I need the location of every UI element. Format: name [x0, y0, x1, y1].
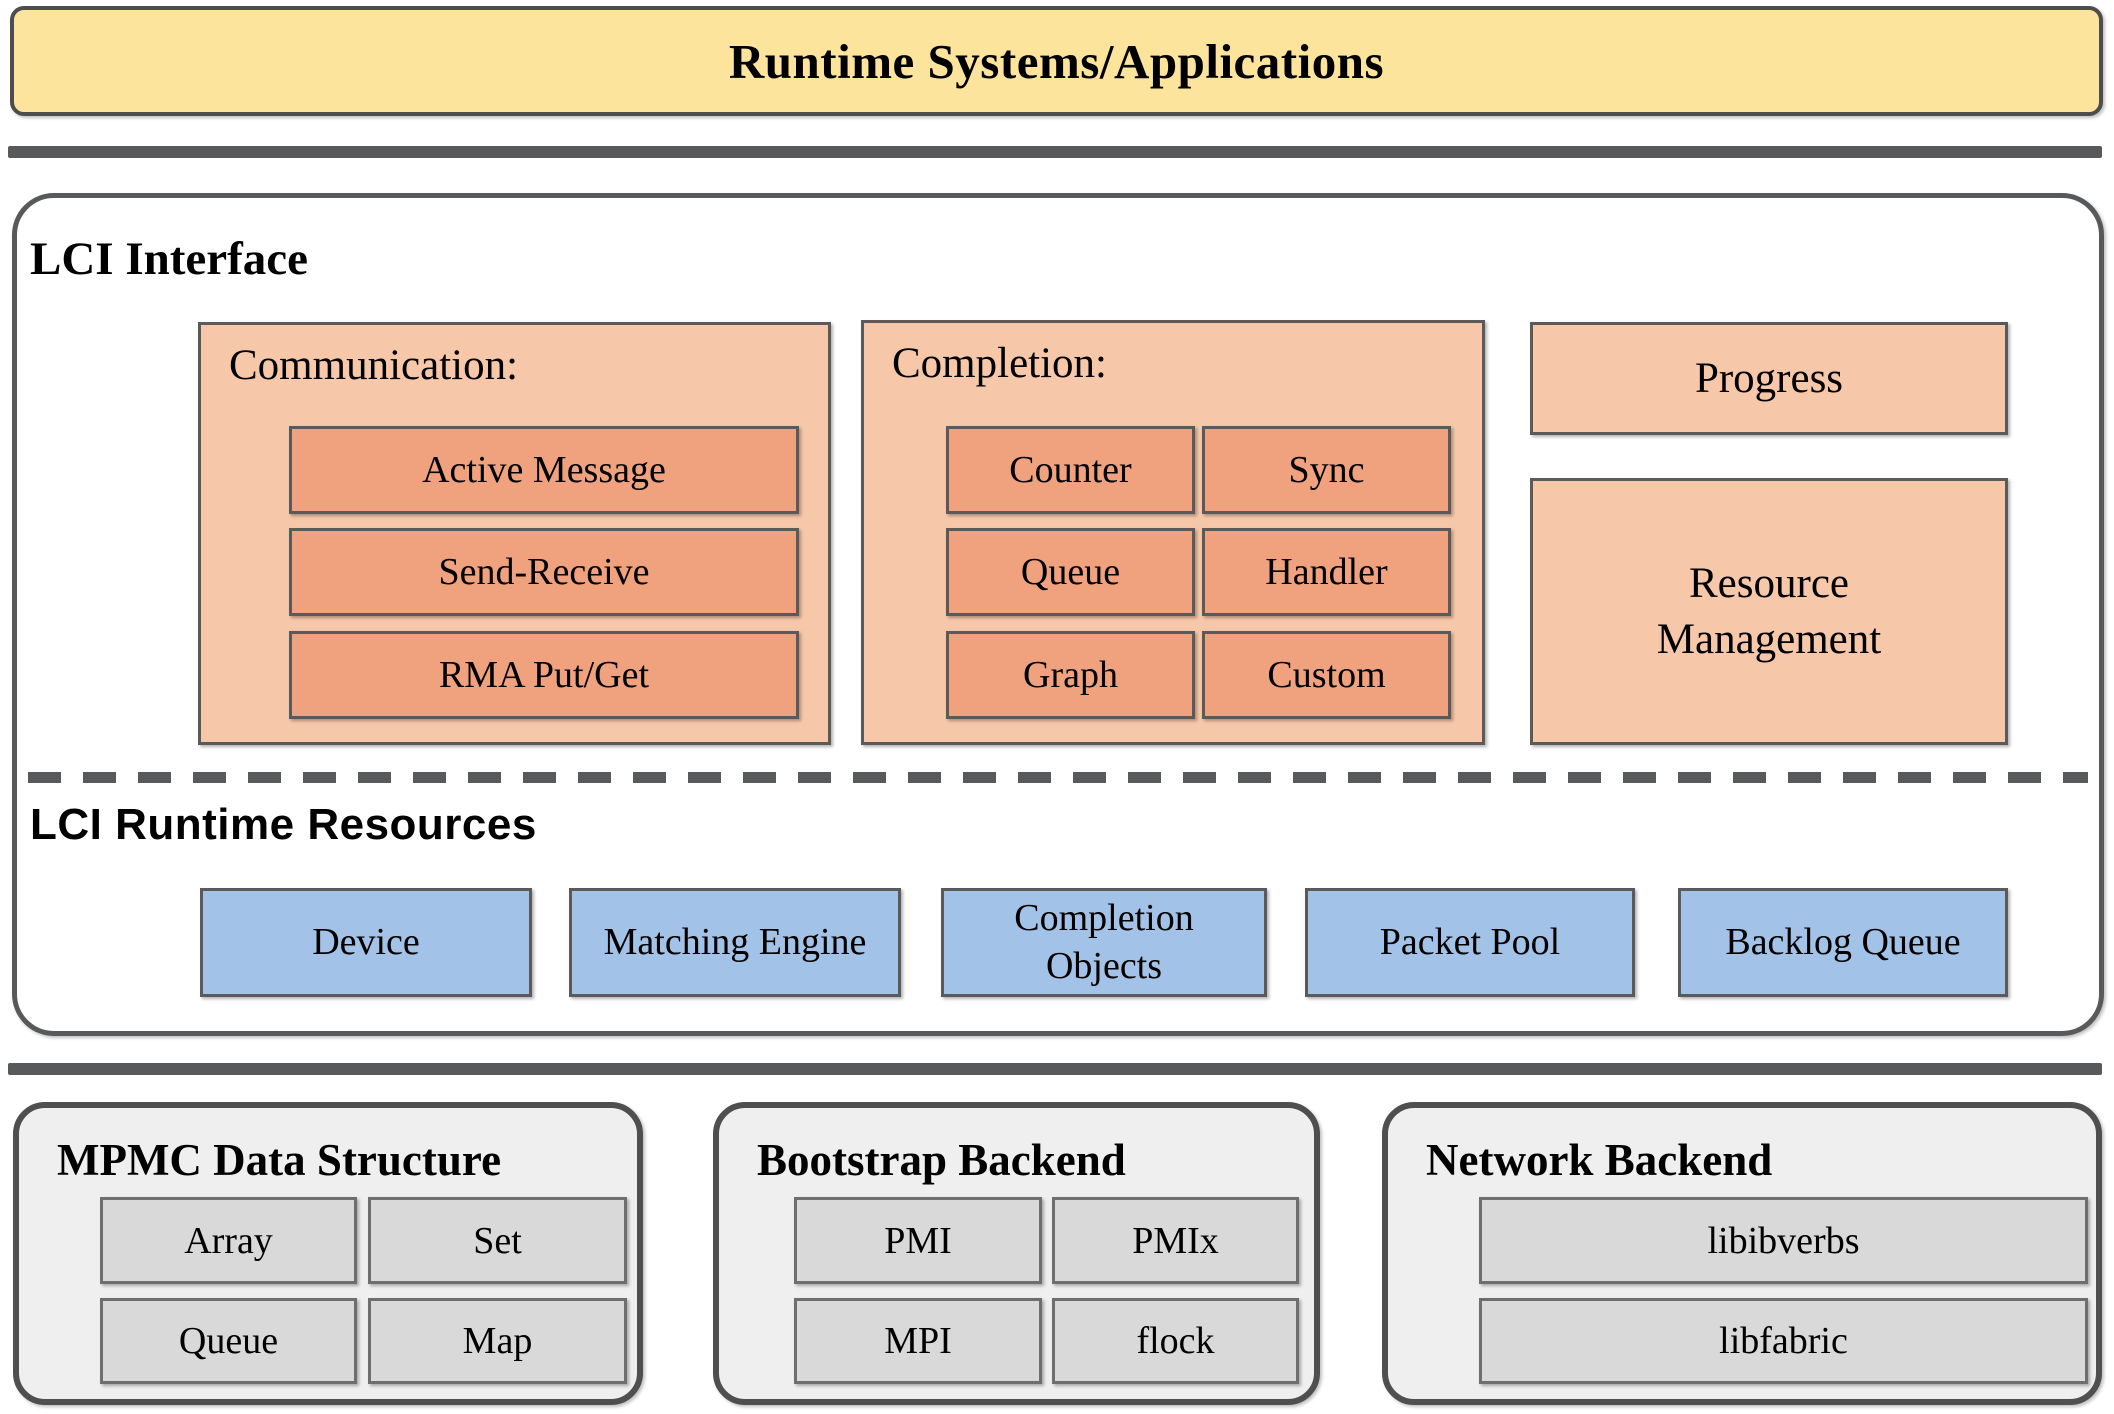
- mpmc-item-queue: Queue: [100, 1298, 357, 1384]
- mpmc-item-set: Set: [368, 1197, 627, 1284]
- completion-item-queue: Queue: [946, 528, 1195, 616]
- network-title: Network Backend: [1426, 1135, 1773, 1185]
- resource-box-packet-pool: Packet Pool: [1305, 888, 1635, 997]
- bootstrap-item-pmi: PMI: [794, 1197, 1042, 1284]
- resource-box-device: Device: [200, 888, 532, 997]
- mpmc-data-structure-section: MPMC Data Structure Array Set Queue Map: [13, 1102, 643, 1405]
- network-backend-section: Network Backend libibverbs libfabric: [1382, 1102, 2102, 1405]
- completion-item-handler: Handler: [1202, 528, 1451, 616]
- bottom-separator-bar: [8, 1063, 2102, 1075]
- runtime-systems-title: Runtime Systems/Applications: [728, 33, 1385, 89]
- lci-interface-title: LCI Interface: [30, 233, 309, 285]
- bootstrap-backend-section: Bootstrap Backend PMI PMIx MPI flock: [713, 1102, 1320, 1405]
- resource-box-matching-engine: Matching Engine: [569, 888, 901, 997]
- bootstrap-title: Bootstrap Backend: [757, 1135, 1126, 1185]
- progress-box: Progress: [1530, 322, 2008, 435]
- network-item-libfabric: libfabric: [1479, 1298, 2088, 1384]
- top-separator-bar: [8, 146, 2102, 158]
- communication-section: Communication: Active Message Send-Recei…: [198, 322, 831, 745]
- runtime-systems-banner: Runtime Systems/Applications: [10, 6, 2103, 116]
- resource-box-backlog-queue: Backlog Queue: [1678, 888, 2008, 997]
- communication-title: Communication:: [229, 342, 519, 389]
- bootstrap-item-pmix: PMIx: [1052, 1197, 1299, 1284]
- bootstrap-item-flock: flock: [1052, 1298, 1299, 1384]
- mpmc-item-map: Map: [368, 1298, 627, 1384]
- completion-title: Completion:: [892, 340, 1107, 387]
- completion-section: Completion: Counter Sync Queue Handler G…: [861, 320, 1485, 745]
- bootstrap-item-mpi: MPI: [794, 1298, 1042, 1384]
- communication-item-send-receive: Send-Receive: [289, 528, 799, 616]
- communication-item-active-message: Active Message: [289, 426, 799, 514]
- completion-item-custom: Custom: [1202, 631, 1451, 719]
- resource-box-completion-objects: Completion Objects: [941, 888, 1267, 997]
- mpmc-item-array: Array: [100, 1197, 357, 1284]
- completion-item-sync: Sync: [1202, 426, 1451, 514]
- mpmc-title: MPMC Data Structure: [57, 1135, 502, 1185]
- lci-runtime-resources-title: LCI Runtime Resources: [30, 800, 537, 849]
- network-item-libibverbs: libibverbs: [1479, 1197, 2088, 1284]
- resource-management-box: Resource Management: [1530, 478, 2008, 745]
- completion-item-counter: Counter: [946, 426, 1195, 514]
- completion-item-graph: Graph: [946, 631, 1195, 719]
- communication-item-rma-put-get: RMA Put/Get: [289, 631, 799, 719]
- dashed-divider: [28, 772, 2088, 783]
